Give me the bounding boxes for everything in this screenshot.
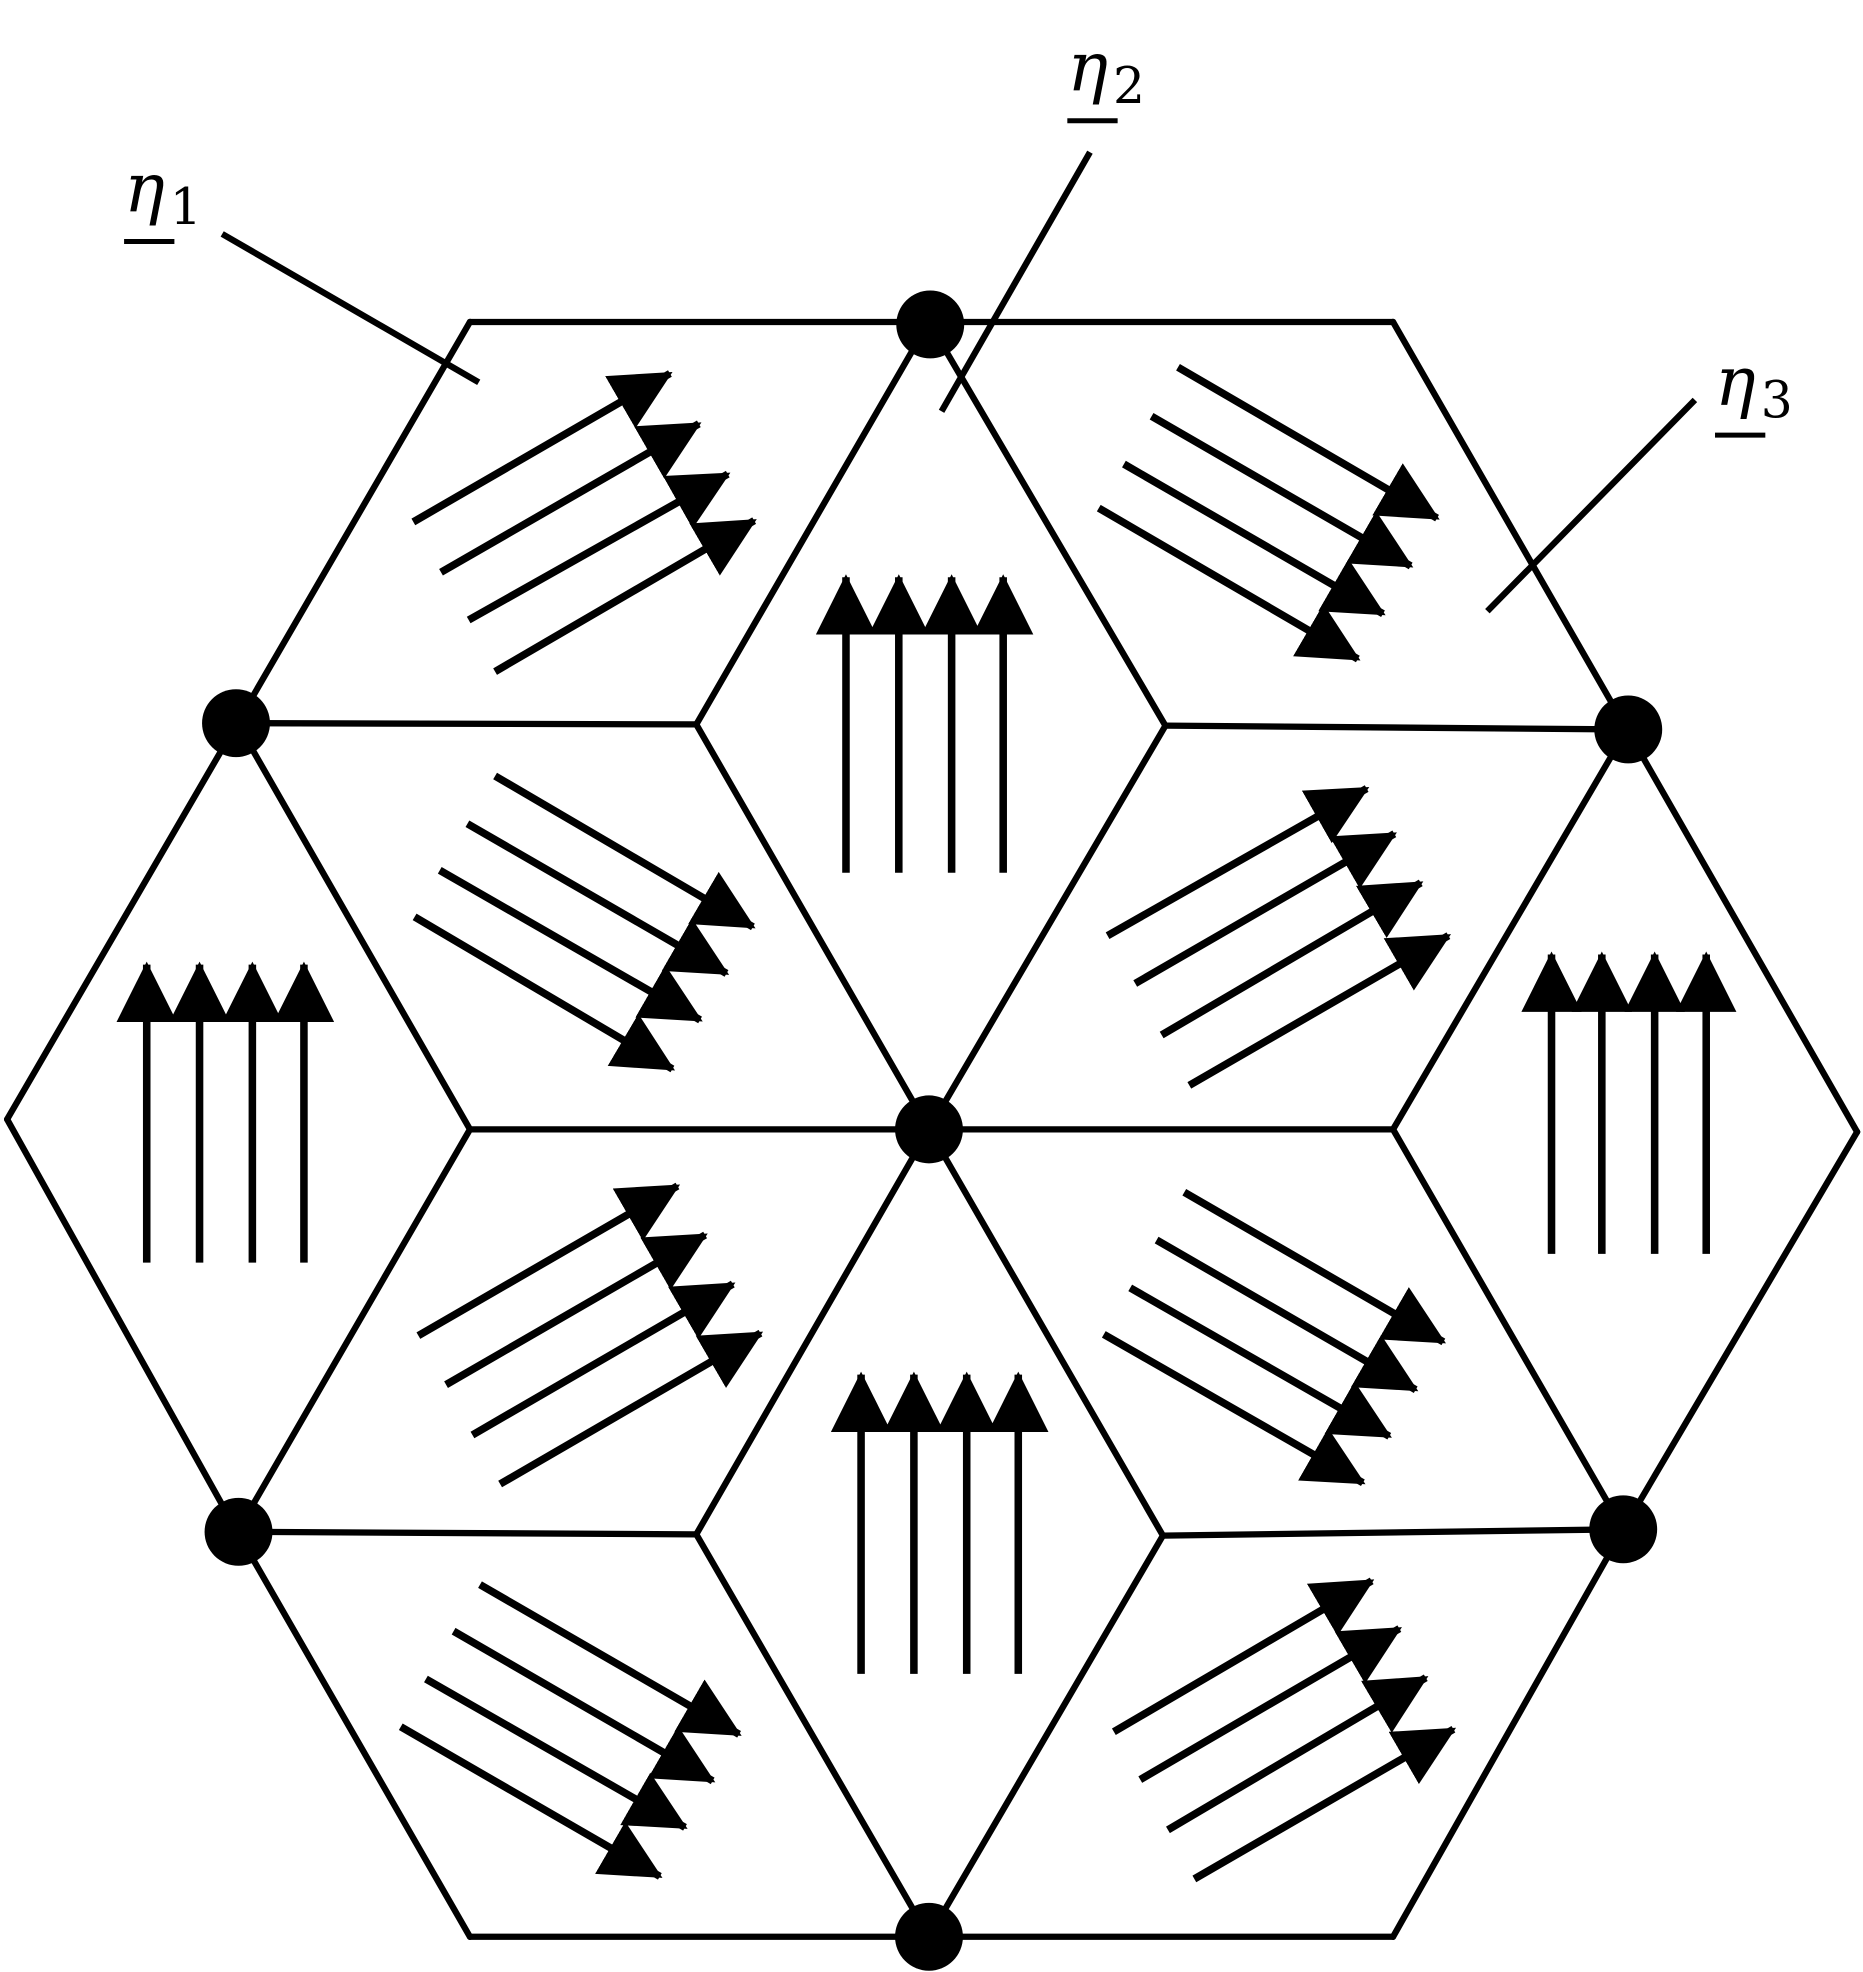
arrow — [451, 1627, 716, 1785]
node — [895, 1095, 963, 1164]
edge — [693, 721, 933, 1133]
arrow — [1096, 504, 1361, 663]
edge — [925, 722, 1169, 1133]
arrow — [1154, 1236, 1419, 1393]
arrow-group-down-right — [1096, 363, 1440, 663]
edge — [1389, 726, 1631, 1133]
arrow — [1101, 1331, 1366, 1487]
arrow — [1192, 1726, 1457, 1883]
edge — [1162, 722, 1631, 733]
edge — [1389, 1526, 1627, 1940]
edge — [234, 318, 474, 727]
edge — [693, 1531, 933, 1940]
arrow — [466, 470, 731, 624]
node — [895, 1902, 963, 1971]
arrow — [1105, 785, 1370, 939]
edge — [3, 720, 241, 1123]
arrow — [1128, 1284, 1392, 1440]
arrow-group-up-right — [416, 1182, 764, 1488]
label-eta3-subscript: 3 — [1761, 371, 1793, 430]
arrow-group-up — [1521, 951, 1737, 1254]
arrow-group-up — [815, 574, 1034, 873]
edge — [3, 1116, 241, 1535]
label-eta2-symbol: η — [1067, 29, 1108, 108]
lattice-nodes — [202, 290, 1663, 1971]
edge — [234, 1528, 474, 1940]
leader-line-eta2 — [938, 150, 1093, 413]
label-eta1-subscript: 1 — [170, 177, 202, 236]
edge — [234, 1528, 700, 1538]
arrow — [411, 370, 673, 526]
arrow-group-down-right — [1101, 1188, 1446, 1487]
arrow — [412, 913, 676, 1073]
arrow-group-up-right — [1111, 1577, 1457, 1883]
arrow — [1133, 830, 1397, 987]
edge — [693, 1126, 933, 1538]
arrow — [465, 820, 730, 977]
node — [1594, 695, 1663, 764]
arrow — [493, 772, 756, 931]
arrow — [444, 1231, 708, 1388]
label-eta2-subscript: 2 — [1113, 56, 1145, 115]
arrow-groups — [116, 363, 1737, 1883]
arrow — [398, 1723, 663, 1880]
node — [204, 1497, 273, 1566]
arrow — [416, 1182, 681, 1339]
arrow-group-up — [116, 961, 335, 1263]
arrow — [424, 1675, 688, 1831]
edge — [1389, 1126, 1627, 1533]
arrow — [1111, 1577, 1375, 1736]
edge — [1159, 1526, 1627, 1539]
label-eta3-symbol: η — [1715, 343, 1756, 422]
arrow — [1166, 1674, 1429, 1834]
leader-line-eta3 — [1485, 397, 1698, 614]
arrow — [493, 517, 757, 675]
arrow-group-down-right — [398, 1581, 742, 1880]
arrow — [478, 1581, 742, 1738]
edge — [1389, 318, 1631, 733]
edge — [234, 720, 474, 1133]
arrow-group-up-right — [411, 370, 757, 675]
arrow-group-up — [830, 1371, 1049, 1674]
leader-line-eta1 — [220, 231, 481, 386]
arrow — [1138, 1625, 1402, 1783]
edge — [1623, 726, 1861, 1136]
arrow — [1176, 363, 1440, 522]
arrow — [1149, 413, 1414, 570]
node — [202, 689, 270, 758]
arrow — [1122, 460, 1386, 618]
svg-text:η3: η3 — [1715, 343, 1793, 430]
arrow-group-down-right — [412, 772, 756, 1073]
arrow — [1182, 1188, 1446, 1346]
node — [1589, 1495, 1658, 1564]
edge — [925, 1126, 1167, 1539]
label-eta1-symbol: η — [124, 149, 165, 228]
edge — [693, 318, 933, 728]
arrow — [439, 420, 702, 576]
arrow-group-up-right — [1105, 785, 1452, 1089]
edge — [234, 720, 700, 728]
label-leaders — [220, 150, 1698, 614]
arrow — [1159, 879, 1424, 1039]
svg-text:η2: η2 — [1067, 29, 1145, 116]
edge — [925, 318, 1169, 729]
arrow — [470, 1280, 736, 1439]
edge — [1620, 1128, 1861, 1533]
edge — [234, 1126, 474, 1535]
node — [896, 290, 965, 359]
arrow — [498, 1329, 764, 1488]
edge — [925, 1532, 1167, 1940]
arrow — [437, 867, 703, 1024]
arrow — [1187, 932, 1452, 1089]
svg-text:η1: η1 — [124, 149, 202, 236]
